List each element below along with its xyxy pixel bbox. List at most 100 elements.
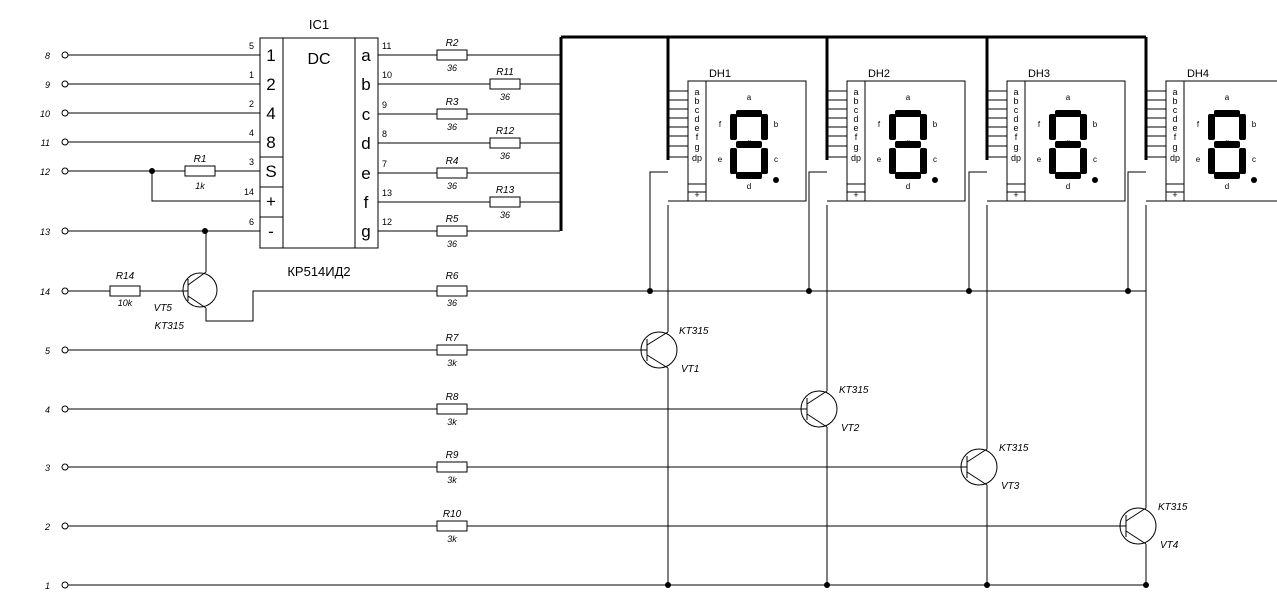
ic1-pin-number: 5 — [249, 41, 254, 51]
ic1-pin-number: 6 — [249, 217, 254, 227]
transistor-ref: VT3 — [1001, 481, 1020, 492]
vt5-ref: VT5 — [154, 303, 173, 314]
display-pin-label: f — [1015, 132, 1018, 142]
ic1-part: КР514ИД2 — [287, 264, 350, 279]
ic1-pin-number: 1 — [249, 70, 254, 80]
terminal-pin — [61, 581, 69, 589]
display-segment — [1239, 114, 1246, 140]
display-ref: DH2 — [868, 68, 890, 80]
terminal-pin — [61, 287, 69, 295]
display-common-label: + — [1172, 190, 1177, 200]
segment-resistor-ref: R4 — [446, 156, 459, 167]
display-pin-label: g — [1172, 142, 1177, 152]
display-segment — [1214, 110, 1240, 117]
vt5-emitter-wire — [205, 290, 1146, 322]
segment-resistor-value: 36 — [500, 92, 510, 102]
terminal-pin — [61, 227, 69, 235]
terminal-pin — [61, 167, 69, 175]
base-resistor-value: 3k — [447, 534, 457, 544]
display-pin-label: d — [853, 114, 858, 124]
ic1-output-label: e — [361, 164, 370, 183]
segment-resistor-value: 36 — [500, 151, 510, 161]
display-segment — [895, 110, 921, 117]
display-segment — [920, 148, 927, 174]
display-segment — [1208, 148, 1215, 174]
resistor — [436, 225, 468, 237]
display-segment — [730, 114, 737, 140]
terminal-pin — [61, 463, 69, 471]
transistor-ref: VT2 — [841, 423, 860, 434]
display-pin-label: f — [855, 132, 858, 142]
r14-value: 10k — [118, 298, 133, 308]
transistor-body — [800, 390, 838, 428]
resistor — [436, 344, 468, 356]
display-pin-label: b — [1172, 96, 1177, 106]
terminal-label: 5 — [45, 346, 51, 356]
display-segment-label: c — [933, 155, 937, 164]
ic1-pin-number: 12 — [382, 217, 392, 227]
transistor-collector — [966, 448, 988, 463]
display-segment-label: g — [906, 138, 910, 147]
r6-ref: R6 — [446, 271, 459, 282]
display-pin-label: d — [1013, 114, 1018, 124]
base-resistor-value: 3k — [447, 475, 457, 485]
segment-resistor-value: 36 — [500, 210, 510, 220]
segment-resistor-ref: R11 — [496, 67, 514, 78]
r1-ref: R1 — [194, 154, 207, 165]
transistor-body — [960, 448, 998, 486]
display-ref: DH3 — [1028, 68, 1050, 80]
terminal-label: 13 — [40, 227, 50, 237]
ic1-input-label: 2 — [266, 75, 275, 94]
terminal-label: 12 — [40, 167, 50, 177]
transistor-part: KT315 — [839, 385, 869, 396]
ic1-input-label: 1 — [266, 46, 275, 65]
vt5-part: KT315 — [155, 321, 185, 332]
junction-dot — [202, 228, 208, 234]
ic1-input-label: + — [266, 192, 276, 211]
terminal-pin — [61, 80, 69, 88]
display-segment-label: d — [1225, 182, 1229, 191]
transistor-body — [640, 331, 678, 369]
transistor-emitter — [646, 354, 669, 369]
transistor-part: KT315 — [679, 326, 709, 337]
transistor-emitter — [806, 413, 828, 428]
ic1-pin-number: 11 — [382, 41, 391, 51]
display-decimal-point — [1251, 177, 1257, 183]
display-segment-label: b — [933, 120, 938, 129]
resistor — [489, 196, 521, 208]
display-common-label: + — [853, 190, 858, 200]
display-segment — [1208, 114, 1215, 140]
segment-resistor-value: 36 — [447, 63, 457, 73]
ic1-output-label: a — [361, 46, 371, 65]
terminal-pin — [61, 405, 69, 413]
base-resistor-ref: R8 — [446, 392, 459, 403]
display-segment — [1080, 148, 1087, 174]
display-segment — [920, 114, 927, 140]
r1-wire — [151, 171, 260, 202]
ic1-input-label: S — [265, 162, 276, 181]
vt5-emitter — [187, 295, 207, 309]
display-common-label: + — [694, 190, 699, 200]
display-pin-label: b — [1013, 96, 1018, 106]
display-segment — [895, 172, 921, 179]
segment-resistor-ref: R5 — [446, 214, 459, 225]
base-resistor-ref: R9 — [446, 450, 459, 461]
ic1-input-label: - — [268, 222, 274, 241]
display-segment-label: g — [747, 138, 751, 147]
terminal-label: 10 — [40, 109, 50, 119]
display-pin-label: dp — [1170, 153, 1180, 163]
display-pin-label: f — [1174, 132, 1177, 142]
ic1-pin-number: 8 — [382, 129, 387, 139]
display-pin-label: c — [1173, 105, 1178, 115]
display-segment-label: e — [1037, 155, 1042, 164]
segment-resistor-ref: R3 — [446, 97, 459, 108]
display-segment — [1055, 172, 1081, 179]
ic1-pin-number: 9 — [382, 100, 387, 110]
display-pin-label: a — [694, 87, 699, 97]
transistor-collector — [806, 390, 828, 405]
terminal-pin — [61, 51, 69, 59]
display-pin-label: a — [853, 87, 858, 97]
resistor — [109, 285, 141, 297]
transistor-collector — [646, 331, 669, 346]
ic1-pin-number: 13 — [382, 188, 392, 198]
